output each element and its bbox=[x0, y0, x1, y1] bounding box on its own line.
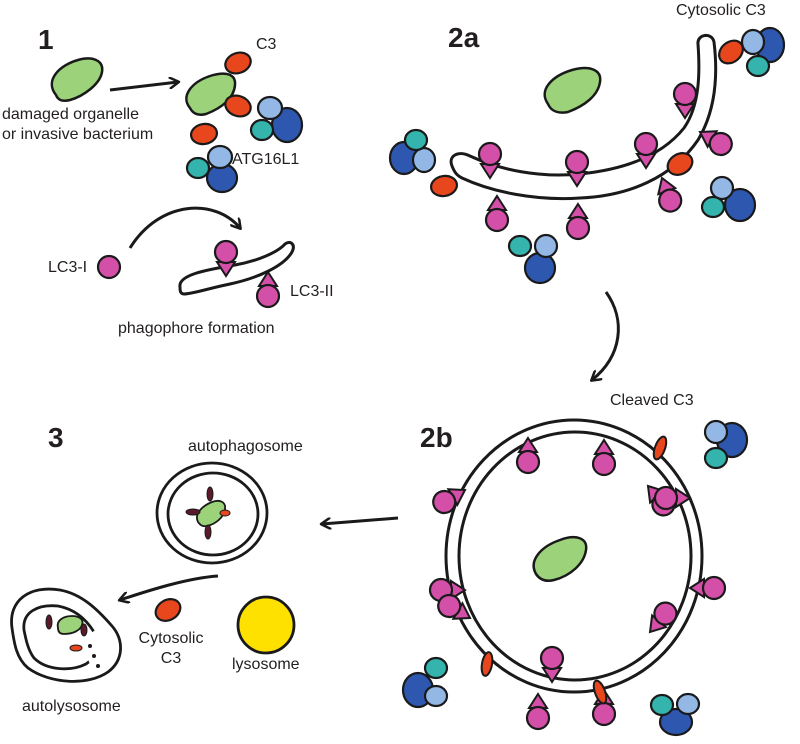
cleaved-c3-fragment bbox=[592, 679, 608, 705]
lc3-marker bbox=[185, 508, 201, 516]
organelle-2b bbox=[532, 536, 588, 582]
c3-protein bbox=[154, 598, 182, 622]
c3-protein bbox=[189, 122, 219, 146]
label-atg16l1: ATG16L1 bbox=[232, 151, 300, 168]
label-damaged-line2: or invasive bacterium bbox=[2, 126, 154, 143]
arrow-lc3-conversion bbox=[128, 206, 240, 249]
lc3-i-protein bbox=[96, 254, 122, 280]
phagophore-small bbox=[178, 240, 295, 296]
cleaved-c3-fragment bbox=[480, 651, 494, 677]
panel-2a bbox=[388, 26, 786, 285]
lc3-protein bbox=[650, 173, 686, 216]
panel-label-2a: 2a bbox=[448, 22, 480, 53]
c3-protein bbox=[666, 152, 694, 176]
label-cleaved-c3: Cleaved C3 bbox=[610, 392, 694, 409]
label-phagophore-formation: phagophore formation bbox=[118, 320, 275, 337]
panel-3 bbox=[10, 461, 296, 683]
lysosome-dot bbox=[92, 654, 96, 658]
lc3-marker bbox=[206, 486, 214, 502]
lysosome-dot bbox=[88, 644, 92, 648]
label-c3: C3 bbox=[256, 36, 277, 53]
panel-label-3: 3 bbox=[48, 422, 64, 453]
atg16l1-complex bbox=[388, 128, 437, 176]
panel-2b bbox=[401, 418, 749, 737]
c3-protein bbox=[429, 174, 459, 198]
lysosome bbox=[236, 595, 296, 655]
c3-protein bbox=[69, 644, 83, 652]
c3-protein bbox=[219, 509, 231, 517]
label-autophagosome: autophagosome bbox=[188, 438, 303, 455]
atg16l1-complex bbox=[507, 233, 559, 285]
arrow-to-autolysosome bbox=[120, 574, 219, 600]
label-cytosolic-c3-top: Cytosolic C3 bbox=[676, 2, 766, 19]
label-autolysosome: autolysosome bbox=[22, 698, 121, 715]
atg16l1-complex bbox=[740, 26, 786, 78]
lc3-protein bbox=[484, 194, 510, 233]
atg16l1-complex bbox=[649, 692, 701, 737]
organelle-2a bbox=[543, 66, 602, 114]
lc3-ii-protein bbox=[255, 270, 281, 309]
arrow-2b-to-3 bbox=[322, 516, 399, 524]
c3-protein bbox=[224, 94, 252, 118]
panel-1 bbox=[50, 51, 304, 309]
cleaved-c3-fragment bbox=[652, 435, 668, 461]
atg16l1-complex bbox=[185, 144, 239, 194]
lc3-marker bbox=[45, 614, 53, 630]
organelle-tagged bbox=[185, 72, 237, 116]
atg16l1-complex bbox=[249, 95, 304, 144]
organelle-small bbox=[196, 499, 226, 528]
label-damaged-line1: damaged organelle bbox=[2, 106, 139, 123]
label-lysosome: lysosome bbox=[232, 656, 300, 673]
label-cytosolic-c3-bottom-line2: C3 bbox=[160, 650, 182, 667]
atg16l1-complex bbox=[703, 419, 749, 470]
panel-label-1: 1 bbox=[38, 24, 54, 55]
c3-protein bbox=[224, 51, 252, 75]
label-lc3-ii: LC3-II bbox=[290, 283, 334, 300]
lc3-marker bbox=[80, 623, 88, 637]
organelle-initial bbox=[50, 57, 104, 103]
lysosome-dot bbox=[96, 664, 100, 668]
c3-protein bbox=[718, 39, 744, 65]
atg16l1-complex bbox=[401, 656, 449, 709]
arrow-2a-to-2b bbox=[592, 291, 620, 380]
panel-label-2b: 2b bbox=[420, 422, 453, 453]
atg16l1-complex bbox=[700, 175, 757, 223]
lc3-marker bbox=[204, 524, 212, 540]
arrow-organelle-to-complex bbox=[109, 82, 178, 92]
label-cytosolic-c3-bottom-line1: Cytosolic bbox=[138, 630, 204, 647]
label-lc3-i: LC3-I bbox=[48, 259, 88, 276]
lysosome-opening-mask bbox=[87, 630, 107, 670]
lc3-protein bbox=[565, 202, 591, 241]
lc3-protein bbox=[525, 692, 551, 731]
